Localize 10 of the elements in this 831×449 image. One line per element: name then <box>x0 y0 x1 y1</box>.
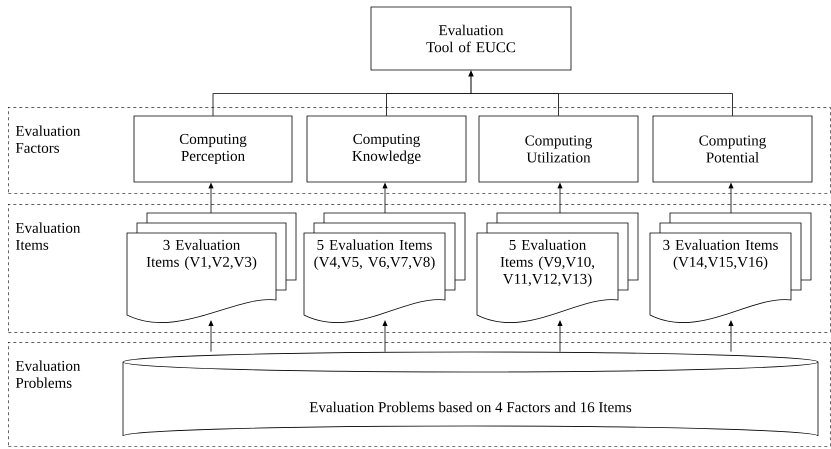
process-box: Computing Utilization <box>478 116 638 182</box>
process-box: Computing Potential <box>652 116 812 182</box>
document-stack: 3 Evaluation Items (V1,V2,V3) <box>126 212 296 323</box>
database-cylinder: Evaluation Problems based on 4 Factors and 16 Items <box>122 352 818 436</box>
process-box: Evaluation Tool of EUCC <box>370 6 572 70</box>
document-stack: 3 Evaluation Items (V14,V15,V16) <box>650 212 812 323</box>
process-box: Computing Perception <box>134 116 292 182</box>
document-stack: 5 Evaluation Items (V4,V5, V6,V7,V8) <box>304 212 466 323</box>
process-box: Computing Knowledge <box>306 116 466 182</box>
document-stack: 5 Evaluation Items (V9,V10, V11,V12,V13) <box>476 212 638 323</box>
